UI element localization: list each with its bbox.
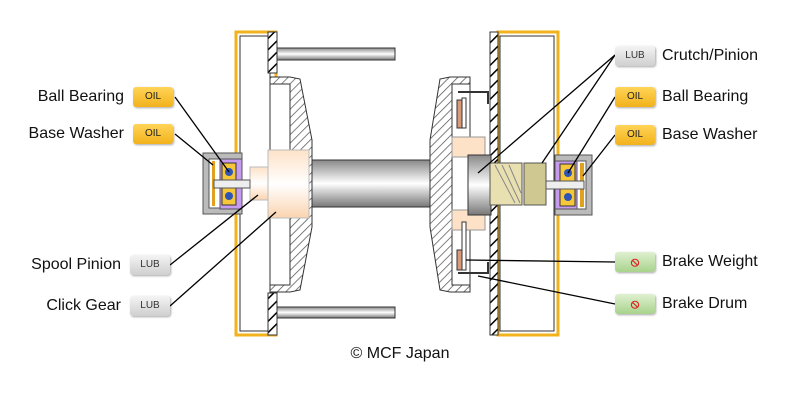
oil-badge: OIL [615,125,655,145]
part-label: Ball Bearing [662,88,749,105]
part-label: Spool Pinion [31,256,121,273]
part-label: Click Gear [46,297,121,314]
oil-badge: OIL [133,87,173,107]
part-label: Crutch/Pinion [662,47,759,64]
spool-pinion [249,166,269,201]
part-label: Brake Drum [662,295,748,312]
pinion-gear [467,154,547,216]
lub-badge: LUB [130,296,170,316]
brake-weight-top [456,99,463,129]
brake-drum [458,262,489,274]
part-label: Base Washer [28,125,124,142]
lub-badge: LUB [615,46,655,66]
right-bearing-housing [545,154,593,216]
oil-badge: OIL [615,87,655,107]
click-gear [267,149,310,219]
part-label: Base Washer [662,126,758,143]
leader-lines [169,54,616,307]
spool-shaft [309,159,433,208]
frame-rods [276,47,396,319]
part-label: Ball Bearing [37,88,124,105]
brake-weight [456,249,463,271]
lub-badge: LUB [130,255,170,275]
right-spool-flange [429,76,489,293]
part-label: Brake Weight [662,253,758,270]
oil-badge: OIL [133,124,173,144]
prohibited-icon: ⦸ [615,294,655,314]
left-bearing-housing [202,152,251,215]
copyright: © MCF Japan [350,345,450,362]
prohibited-icon: ⦸ [615,252,655,272]
